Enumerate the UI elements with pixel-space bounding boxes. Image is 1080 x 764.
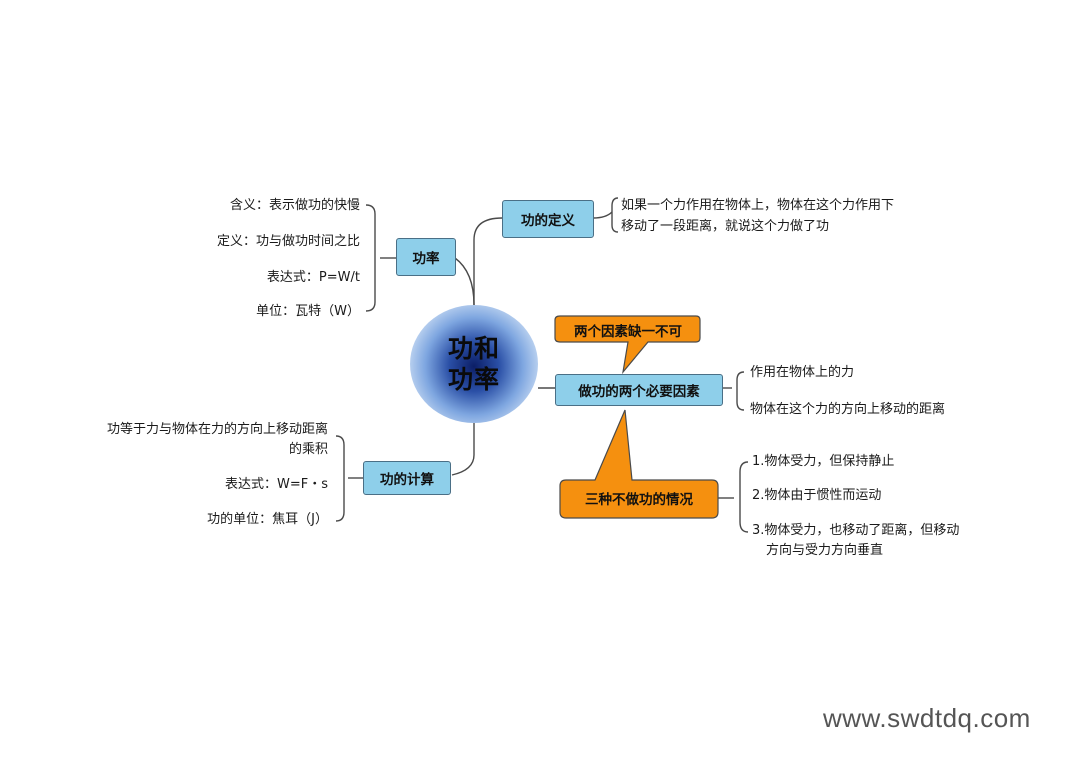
nowork-leaf-3: 3.物体受力，也移动了距离，但移动 bbox=[752, 523, 960, 538]
center-title-line1: 功和 bbox=[447, 334, 500, 363]
connector-center-definition bbox=[473, 217, 503, 305]
power-leaf-unit: 单位：瓦特（W） bbox=[256, 304, 360, 319]
calculation-leaf-definition: 功等于力与物体在力的方向上移动距离 bbox=[106, 422, 328, 437]
calculation-leaf-formula: 表达式：W=F・s bbox=[225, 477, 328, 492]
bracket-power bbox=[365, 204, 376, 312]
watermark: www.swdtdq.com bbox=[823, 703, 1031, 733]
topic-calculation[interactable]: 功的计算 bbox=[363, 461, 451, 495]
topic-factors-label: 做功的两个必要因素 bbox=[578, 384, 700, 400]
definition-text-line1: 如果一个力作用在物体上，物体在这个力作用下 bbox=[621, 198, 895, 213]
bracket-definition bbox=[611, 197, 619, 233]
center-title: 功和 功率 bbox=[444, 333, 504, 395]
power-leaf-formula: 表达式：P=W/t bbox=[266, 270, 360, 285]
power-leaf-meaning: 含义：表示做功的快慢 bbox=[229, 198, 360, 213]
center-node[interactable]: 功和 功率 bbox=[410, 305, 538, 423]
connector-definition-text bbox=[592, 211, 613, 219]
callout-factors-text: 两个因素缺一不可 bbox=[574, 324, 682, 340]
definition-text-line2: 移动了一段距离，就说这个力做了功 bbox=[621, 219, 830, 234]
factors-leaf-force: 作用在物体上的力 bbox=[750, 365, 855, 380]
topic-definition[interactable]: 功的定义 bbox=[502, 200, 594, 238]
topic-power[interactable]: 功率 bbox=[396, 238, 456, 276]
calculation-leaf-definition-cont: 的乘积 bbox=[288, 442, 328, 457]
connector-center-power bbox=[454, 257, 475, 306]
factors-leaf-distance: 物体在这个力的方向上移动的距离 bbox=[750, 402, 946, 417]
bracket-calculation bbox=[335, 435, 345, 522]
nowork-leaf-2: 2.物体由于惯性而运动 bbox=[752, 488, 882, 503]
bracket-nowork bbox=[739, 461, 749, 533]
center-title-line2: 功率 bbox=[447, 365, 500, 394]
connector-center-calculation bbox=[451, 423, 475, 476]
topic-calculation-label: 功的计算 bbox=[380, 472, 434, 488]
topic-power-label: 功率 bbox=[412, 251, 440, 267]
bracket-factors bbox=[736, 371, 745, 411]
power-leaf-definition: 定义：功与做功时间之比 bbox=[216, 234, 360, 249]
topic-nowork-label[interactable]: 三种不做功的情况 bbox=[585, 492, 693, 508]
topic-definition-label: 功的定义 bbox=[521, 213, 575, 229]
nowork-leaf-1: 1.物体受力，但保持静止 bbox=[752, 454, 895, 469]
nowork-leaf-3-cont: 方向与受力方向垂直 bbox=[766, 543, 884, 558]
topic-factors[interactable]: 做功的两个必要因素 bbox=[555, 374, 723, 406]
calculation-leaf-unit: 功的单位：焦耳（J） bbox=[207, 512, 328, 527]
